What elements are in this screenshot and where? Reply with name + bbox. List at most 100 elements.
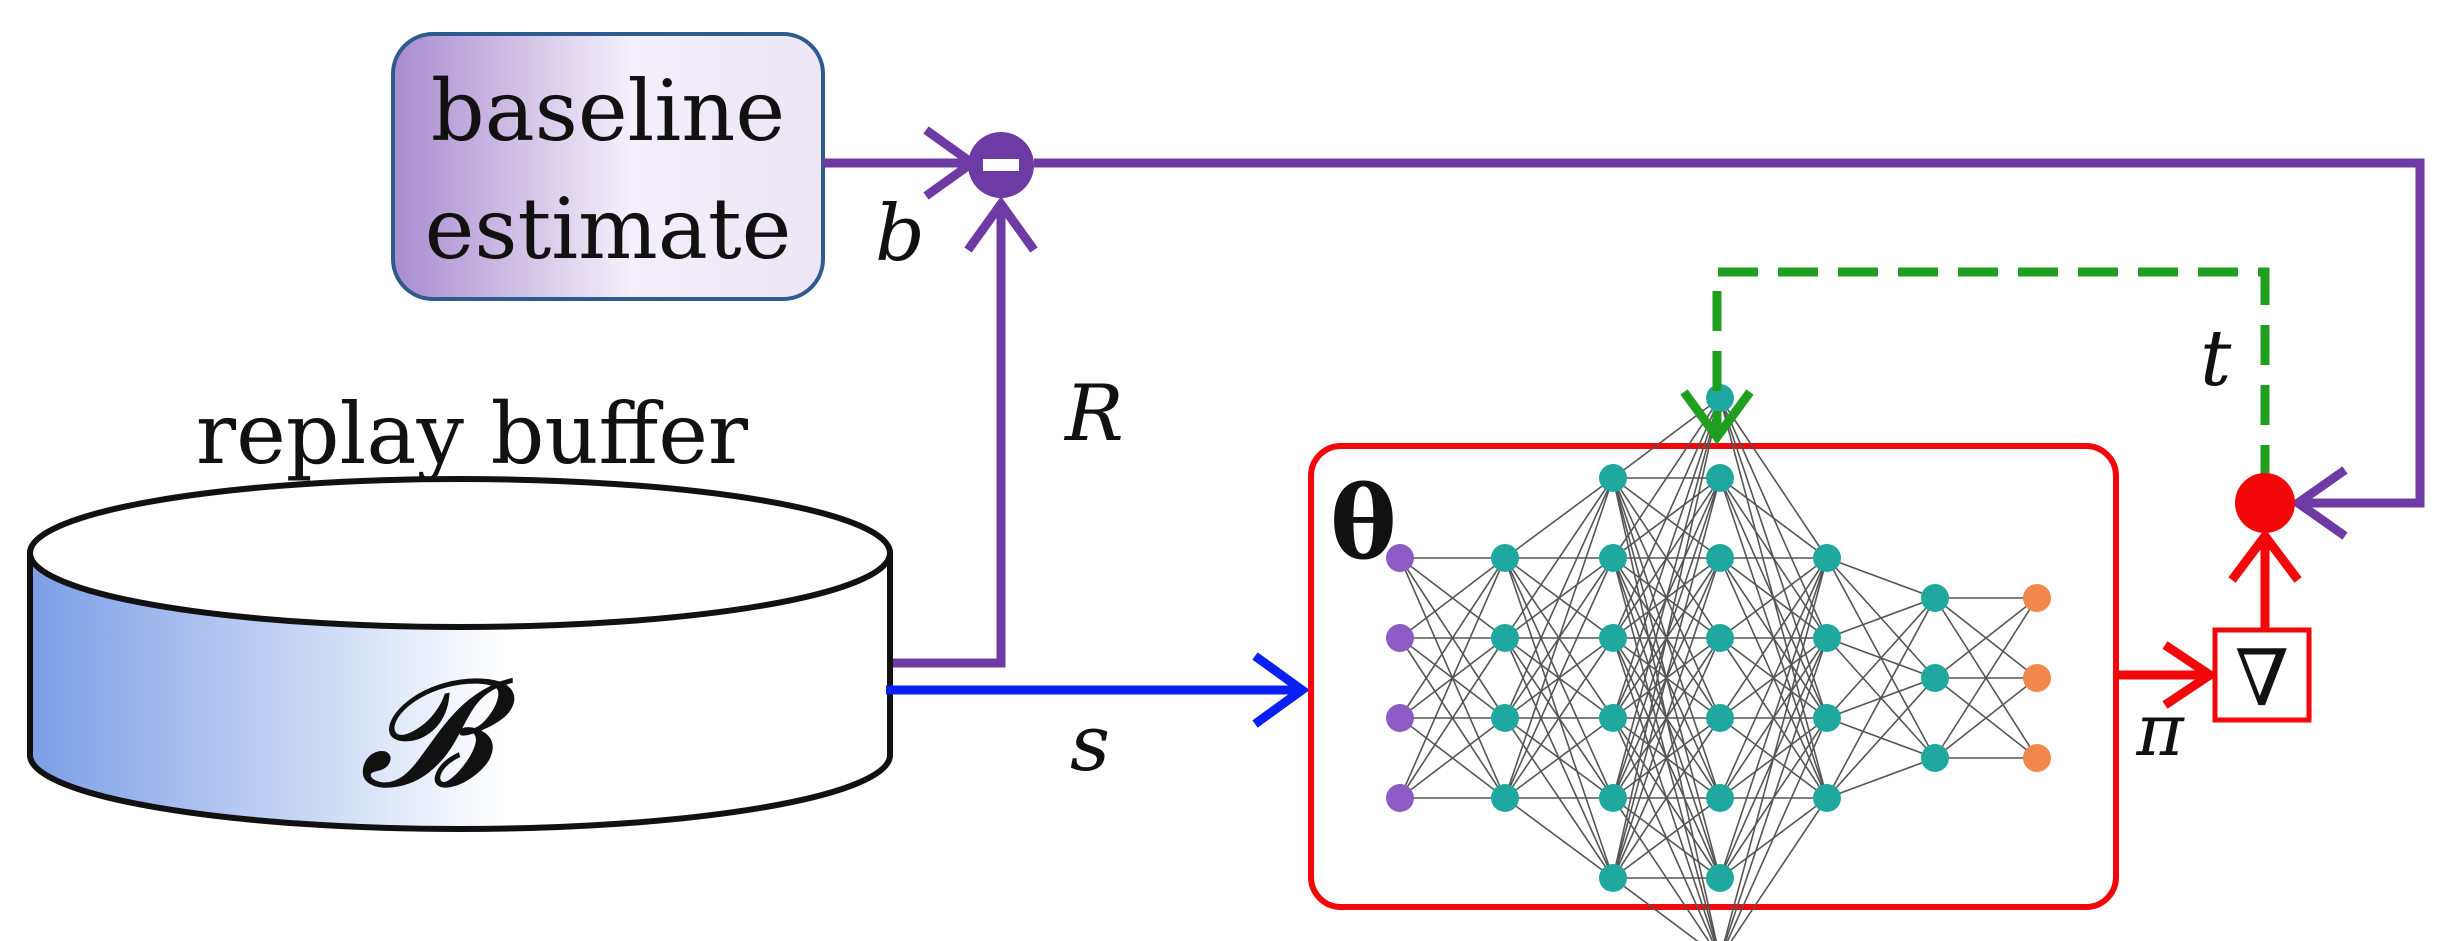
input-node xyxy=(1386,624,1414,652)
advantage-path xyxy=(1034,158,2425,540)
network-edge xyxy=(1934,677,2038,759)
policy-output-arrow xyxy=(2116,641,2219,709)
baseline-label: baseline xyxy=(431,62,785,160)
hidden-node xyxy=(1706,544,1734,572)
network-edge xyxy=(1612,397,1721,559)
output-node xyxy=(2023,744,2051,772)
network-edge xyxy=(1826,597,1936,719)
hidden-node xyxy=(1599,864,1627,892)
input-node xyxy=(1386,704,1414,732)
network-edge xyxy=(1612,397,1721,799)
subtract-node xyxy=(968,132,1034,198)
baseline-estimate-box: baseline estimate xyxy=(391,32,825,301)
network-edge xyxy=(1726,717,1828,941)
network-edge xyxy=(1612,397,1721,719)
hidden-node xyxy=(1599,784,1627,812)
network-edge xyxy=(1724,637,1828,941)
hidden-node xyxy=(1921,664,1949,692)
hidden-node xyxy=(1706,624,1734,652)
network-edge xyxy=(1719,397,1828,559)
input-node xyxy=(1386,544,1414,572)
network-edge xyxy=(1399,557,1506,639)
network-edge xyxy=(1826,597,1936,639)
network-edge xyxy=(1399,717,1506,799)
hidden-node xyxy=(1599,464,1627,492)
output-node xyxy=(2023,664,2051,692)
R-label: R xyxy=(1063,369,1124,459)
replay-buffer-title: replay buffer xyxy=(196,385,749,483)
network-edge xyxy=(1504,797,1614,879)
network-edge xyxy=(1612,477,1721,879)
input-node xyxy=(1386,784,1414,812)
gradient-to-target-arrow xyxy=(2228,528,2302,630)
estimate-label: estimate xyxy=(425,180,792,278)
network-edge xyxy=(1504,477,1614,559)
replay-buffer: replay buffer 𝓑 xyxy=(27,385,893,832)
network-edge xyxy=(1504,477,1614,639)
network-edge xyxy=(1826,757,1936,799)
network-edge xyxy=(1719,557,1828,799)
network-edge xyxy=(1399,637,1506,799)
network-edge xyxy=(1719,557,1828,719)
hidden-node xyxy=(1599,624,1627,652)
hidden-node xyxy=(1706,464,1734,492)
hidden-node xyxy=(1491,544,1519,572)
b-label: b xyxy=(875,189,925,279)
network-edge xyxy=(1612,397,1721,879)
hidden-node xyxy=(1813,624,1841,652)
network-edge xyxy=(1719,557,1828,879)
hidden-node xyxy=(1921,744,1949,772)
network-edge xyxy=(1612,557,1721,879)
gradient-symbol: ∇ xyxy=(2235,634,2289,724)
hidden-node xyxy=(1706,784,1734,812)
hidden-node xyxy=(1813,704,1841,732)
network-edge xyxy=(1612,397,1721,639)
network-edge xyxy=(1399,557,1506,799)
network-edge xyxy=(1730,797,1828,941)
hidden-node xyxy=(1706,864,1734,892)
network-edge xyxy=(1504,557,1614,799)
hidden-node xyxy=(1813,784,1841,812)
network-edge xyxy=(1612,797,1721,879)
s-label: s xyxy=(1070,699,1110,789)
hidden-node xyxy=(1599,544,1627,572)
network-edge xyxy=(1723,557,1828,941)
t-label: t xyxy=(2200,314,2232,404)
network-edge xyxy=(1612,717,1721,879)
baseline-to-subtract-arrow xyxy=(823,126,980,200)
network-edge xyxy=(1934,597,2038,759)
network-edge xyxy=(1612,637,1721,879)
network-edge xyxy=(1504,477,1614,719)
network-edge xyxy=(1826,597,1936,799)
pi-label: π xyxy=(2135,688,2185,772)
hidden-node xyxy=(1491,704,1519,732)
theta-label: θ xyxy=(1330,464,1397,582)
buffer-symbol: 𝓑 xyxy=(359,647,517,821)
network-edge xyxy=(1504,717,1614,799)
network-edge xyxy=(1504,637,1614,799)
state-arrow xyxy=(886,652,1310,728)
network-edge xyxy=(1612,877,1699,941)
network-edge xyxy=(1826,677,1936,799)
hidden-node xyxy=(1706,704,1734,732)
network-edge xyxy=(1719,557,1828,639)
network-edge xyxy=(1504,477,1614,799)
hidden-node xyxy=(1813,544,1841,572)
hidden-node xyxy=(1491,624,1519,652)
target-node xyxy=(2235,473,2295,533)
gradient-box: ∇ xyxy=(2212,627,2312,724)
network-edges xyxy=(1399,397,2038,941)
network-edge xyxy=(1399,557,1506,719)
target-feedback-arrow xyxy=(1680,267,2270,485)
network-nodes xyxy=(1386,384,2051,892)
network-edge xyxy=(1719,477,1828,559)
hidden-node xyxy=(1599,704,1627,732)
hidden-node xyxy=(1491,784,1519,812)
output-node xyxy=(2023,584,2051,612)
network-edge xyxy=(1934,597,2038,679)
return-arrow xyxy=(885,196,1038,668)
network-edge xyxy=(1826,557,1936,599)
policy-network-box: θ xyxy=(1308,384,2119,941)
hidden-node xyxy=(1921,584,1949,612)
